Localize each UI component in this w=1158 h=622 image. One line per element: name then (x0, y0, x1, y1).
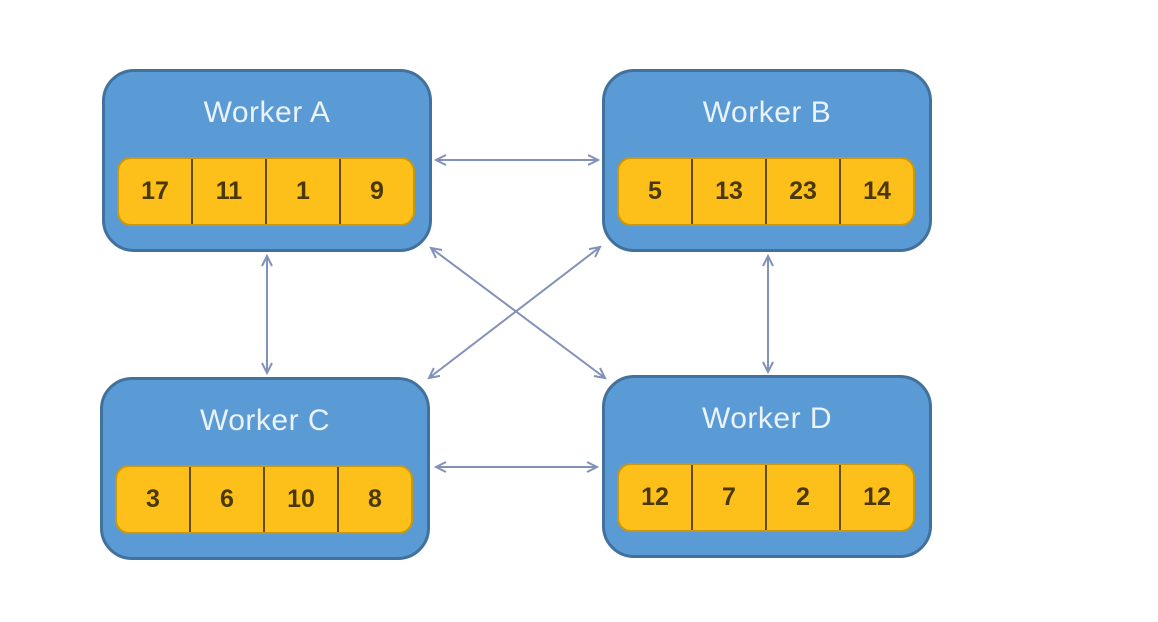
worker-c-queue: 3 6 10 8 (115, 465, 413, 534)
worker-b-queue: 5 13 23 14 (617, 157, 915, 226)
queue-cell: 8 (368, 485, 382, 513)
worker-c-title: Worker C (199, 404, 331, 437)
queue-cell: 11 (193, 159, 267, 224)
queue-cell: 12 (619, 465, 693, 530)
worker-b-box: Worker B 5 13 23 14 (602, 69, 932, 252)
worker-c-box: Worker C 3 6 10 8 (100, 377, 430, 560)
worker-a-box: Worker A 17 11 1 9 (102, 69, 432, 252)
worker-d-title: Worker D (701, 402, 833, 435)
queue-cell: 12 (863, 483, 891, 511)
arrow-worker-a-worker-d (429, 246, 607, 380)
queue-cell: 1 (267, 159, 341, 224)
queue-cell: 2 (767, 465, 841, 530)
queue-cell: 10 (265, 467, 339, 532)
queue-cell: 23 (767, 159, 841, 224)
worker-a-title: Worker A (203, 96, 331, 129)
worker-d-box: Worker D 12 7 2 12 (602, 375, 932, 558)
queue-cell: 17 (119, 159, 193, 224)
queue-cell: 9 (370, 177, 384, 205)
worker-a-queue: 17 11 1 9 (117, 157, 415, 226)
queue-cell: 6 (191, 467, 265, 532)
queue-cell: 5 (619, 159, 693, 224)
queue-cell: 14 (863, 177, 891, 205)
queue-cell: 7 (693, 465, 767, 530)
arrow-worker-c-worker-b (427, 245, 602, 380)
worker-b-title: Worker B (702, 96, 832, 129)
queue-cell: 13 (693, 159, 767, 224)
worker-d-queue: 12 7 2 12 (617, 463, 915, 532)
queue-cell: 3 (117, 467, 191, 532)
